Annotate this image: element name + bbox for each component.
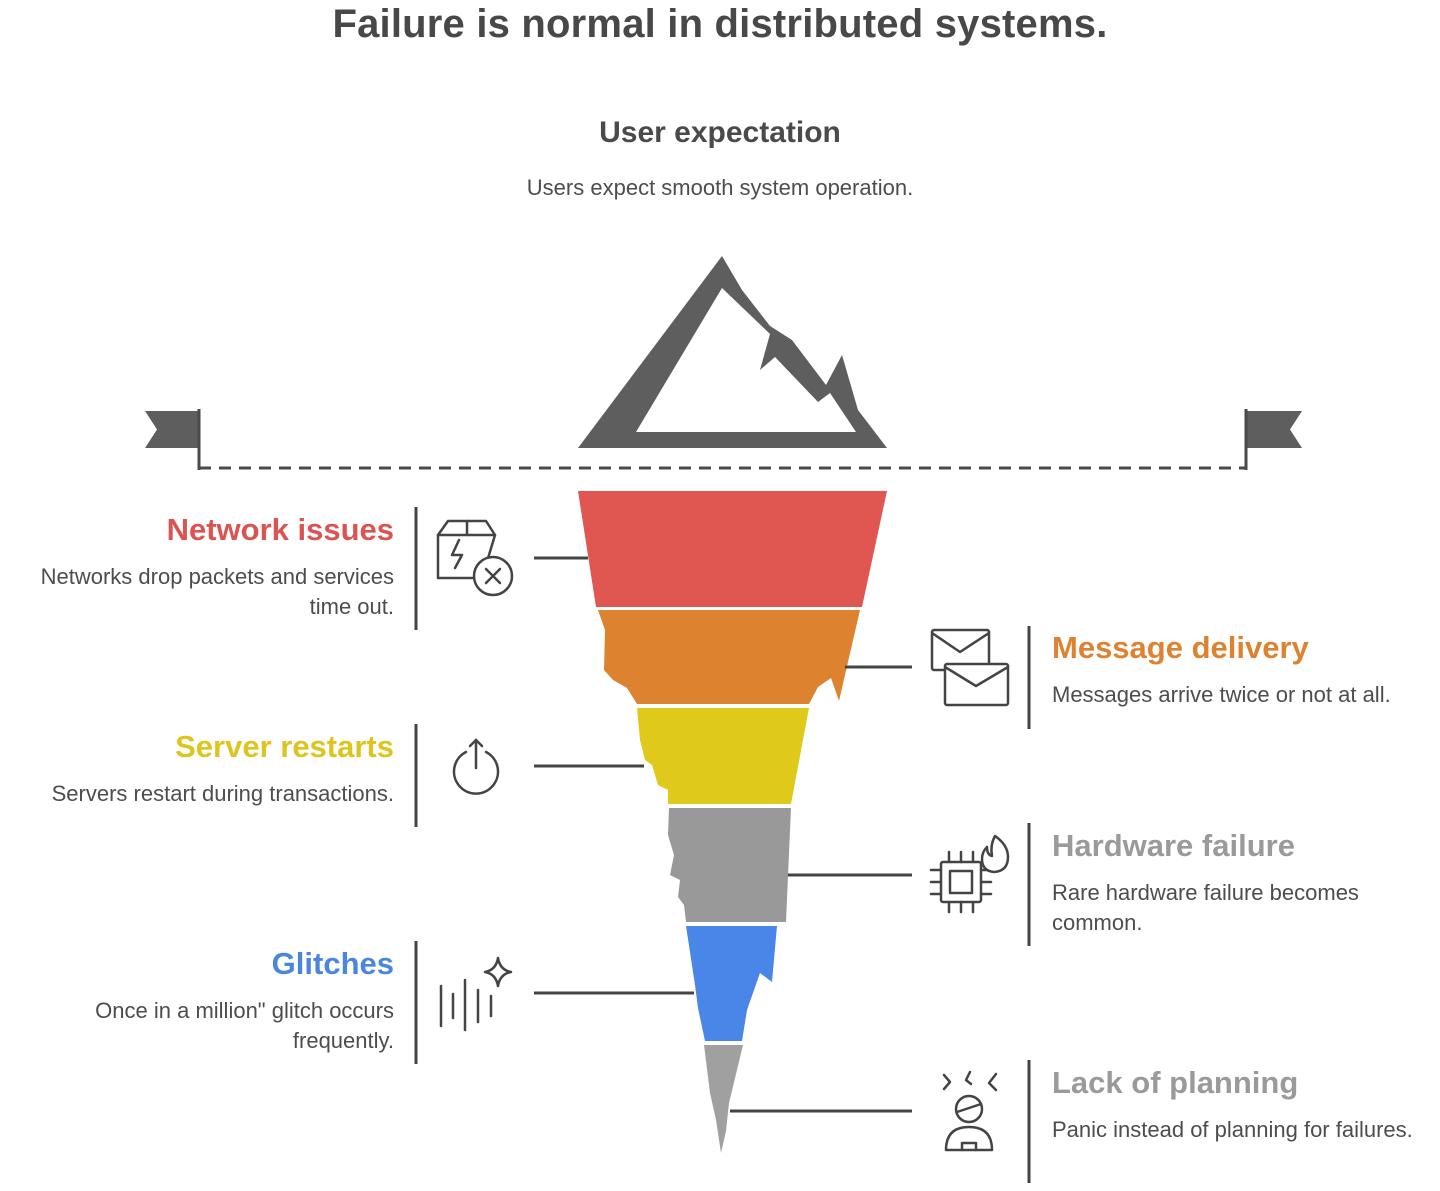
message-delivery-heading: Message delivery bbox=[1052, 630, 1309, 665]
layer-planning bbox=[704, 1045, 743, 1153]
chip-flame-icon bbox=[929, 834, 1010, 914]
power-icon bbox=[452, 738, 500, 795]
page-title: Failure is normal in distributed systems… bbox=[332, 2, 1108, 46]
message-delivery-label: Message delivery Messages arrive twice o… bbox=[1052, 628, 1438, 710]
lack-of-planning-label: Lack of planning Panic instead of planni… bbox=[1052, 1063, 1422, 1145]
broken-package-x-icon bbox=[436, 519, 514, 597]
server-restarts-description: Servers restart during transactions. bbox=[51, 781, 394, 806]
layer-glitches bbox=[686, 926, 777, 1041]
server-restarts-heading: Server restarts bbox=[175, 729, 394, 764]
lack-of-planning-description: Panic instead of planning for failures. bbox=[1052, 1117, 1413, 1142]
layer-server bbox=[637, 708, 809, 804]
message-delivery-description: Messages arrive twice or not at all. bbox=[1052, 682, 1391, 707]
glitches-label: Glitches Once in a million" glitch occur… bbox=[40, 944, 394, 1056]
lack-of-planning-heading: Lack of planning bbox=[1052, 1065, 1299, 1100]
hardware-failure-heading: Hardware failure bbox=[1052, 828, 1295, 863]
glitches-description: Once in a million" glitch occurs frequen… bbox=[95, 998, 394, 1053]
network-issues-label: Network issues Networks drop packets and… bbox=[40, 510, 394, 622]
user-expectation-heading: User expectation bbox=[599, 116, 841, 149]
network-issues-description: Networks drop packets and services time … bbox=[40, 564, 394, 619]
right-flag-icon bbox=[1246, 411, 1302, 448]
layer-hardware bbox=[668, 808, 791, 922]
mountain-icon bbox=[578, 256, 887, 448]
hardware-failure-description: Rare hardware failure becomes common. bbox=[1052, 880, 1359, 935]
glitches-heading: Glitches bbox=[271, 946, 394, 981]
sparkle-bars-icon bbox=[439, 956, 513, 1032]
network-issues-heading: Network issues bbox=[166, 512, 394, 547]
mountain-inner bbox=[636, 288, 856, 432]
waterline bbox=[145, 409, 1302, 470]
layer-network bbox=[578, 491, 887, 607]
panicked-person-icon bbox=[942, 1070, 998, 1152]
left-flag-icon bbox=[145, 411, 199, 448]
hardware-failure-label: Hardware failure Rare hardware failure b… bbox=[1052, 826, 1422, 938]
connectors bbox=[414, 507, 1031, 1183]
envelopes-icon bbox=[930, 628, 1010, 707]
iceberg-layers bbox=[578, 491, 887, 1153]
server-restarts-label: Server restarts Servers restart during t… bbox=[0, 727, 394, 809]
user-expectation-description: Users expect smooth system operation. bbox=[526, 175, 914, 200]
layer-message bbox=[598, 610, 860, 704]
